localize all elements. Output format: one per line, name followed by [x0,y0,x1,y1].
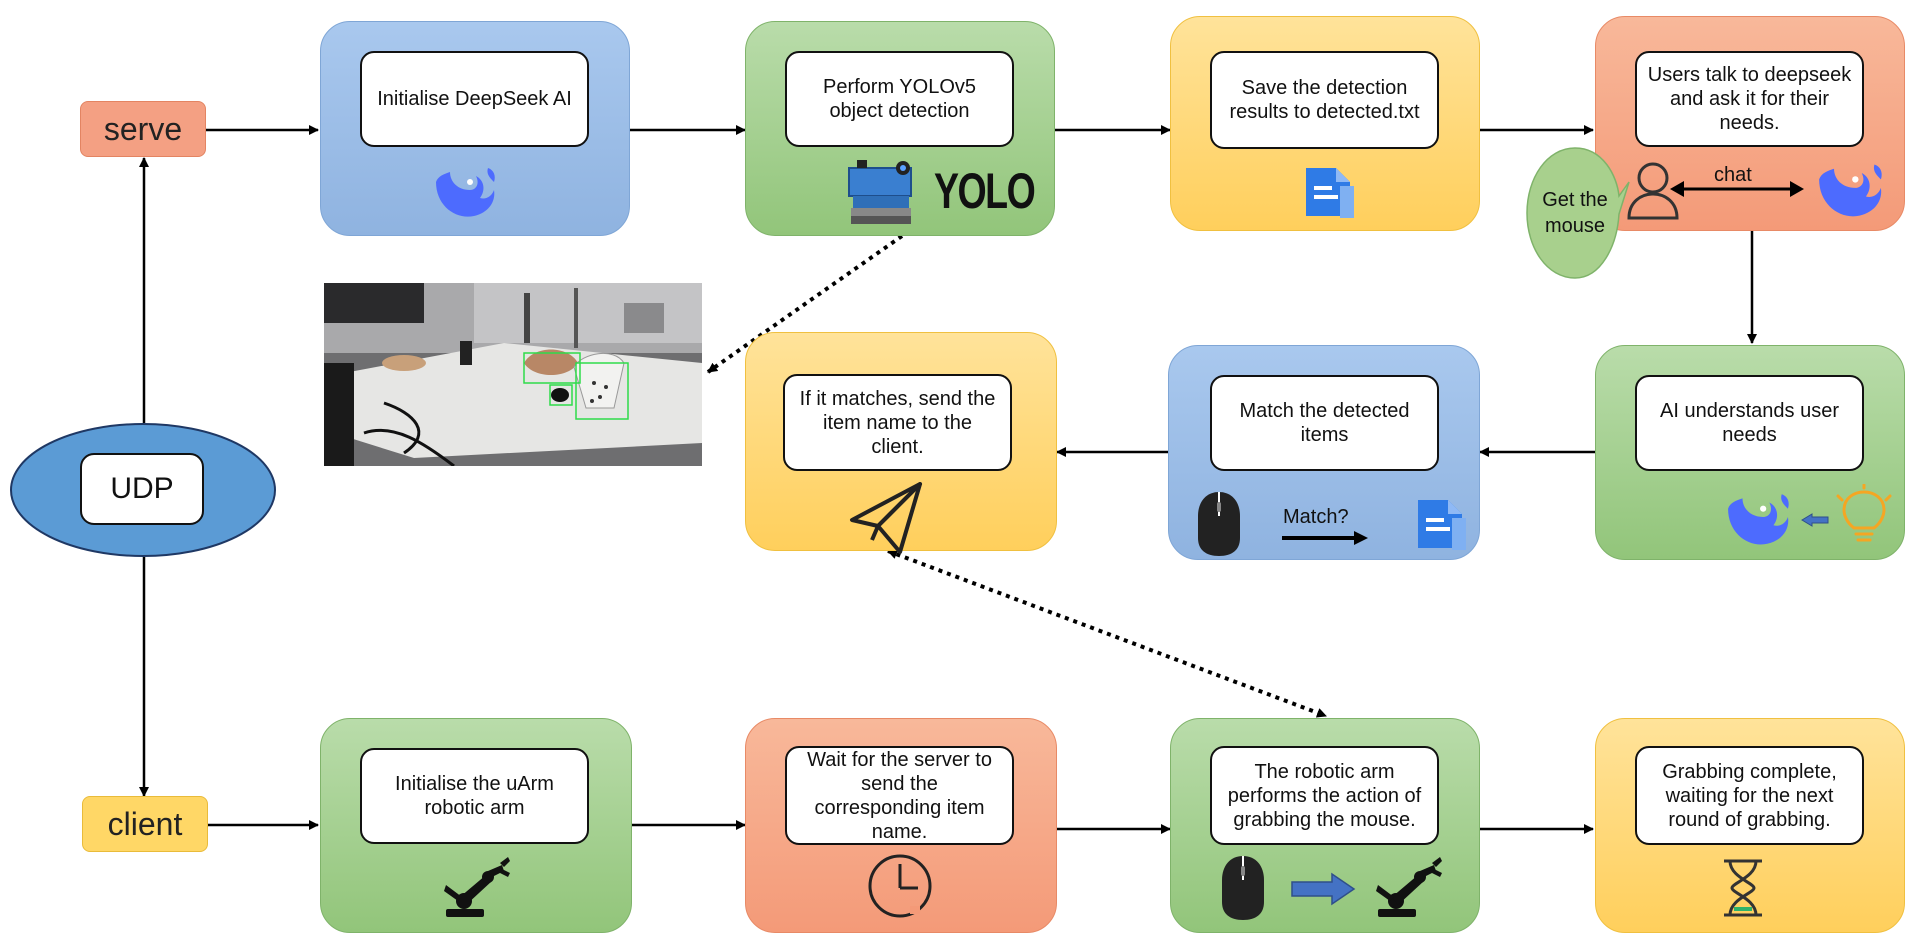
user-icon [1627,162,1679,220]
document-icon [1418,500,1466,550]
detection-photo [324,283,702,466]
camera-board-icon [848,160,912,224]
lightbulb-icon [1836,484,1892,542]
udp-label-box: UDP [80,453,204,525]
deepseek-whale-icon [1819,164,1882,217]
speech-bubble [1526,147,1630,279]
yolo-logo-text: YOLO [934,163,1036,219]
match-question-label: Match? [1283,506,1349,528]
chat-label: chat [1714,164,1752,186]
mouse-icon [1222,856,1264,920]
serve-tag: serve [80,101,206,157]
step-grab-complete-label: Grabbing complete, waiting for the next … [1635,746,1864,845]
robotic-arm-icon [444,857,510,917]
paper-plane-icon [850,482,922,554]
serve-label: serve [103,110,183,147]
dotted-arrow-send-grab [887,549,1327,718]
deepseek-whale-icon [436,168,495,217]
hourglass-icon [1724,859,1762,917]
step-match-items-label: Match the detected items [1210,375,1439,471]
step-send-item-name-label: If it matches, send the item name to the… [783,374,1012,471]
step-grab-mouse-label: The robotic arm performs the action of g… [1210,746,1439,845]
step-init-uarm-label: Initialise the uArm robotic arm [360,748,589,844]
step-yolo-detection-label: Perform YOLOv5 object detection [785,51,1014,147]
mouse-icon [1198,492,1240,556]
client-label: client [107,805,183,842]
right-arrow-icon [1282,531,1368,545]
dotted-arrow-yolo-photo [706,234,904,374]
deepseek-whale-icon [1728,494,1789,545]
clock-icon [868,854,932,918]
client-tag: client [82,796,208,852]
step-user-talk-label: Users talk to deepseek and ask it for th… [1635,51,1864,147]
left-arrow-icon [1801,513,1829,527]
step-ai-understands-label: AI understands user needs [1635,375,1864,471]
blue-right-arrow-icon [1291,872,1356,906]
document-icon [1306,168,1354,218]
udp-label: UDP [110,472,174,505]
step-init-deepseek-label: Initialise DeepSeek AI [360,51,589,147]
chat-double-arrow [1670,181,1804,197]
step-wait-server-label: Wait for the server to send the correspo… [785,746,1014,845]
step-save-results-label: Save the detection results to detected.t… [1210,51,1439,149]
robotic-arm-icon [1376,857,1442,917]
get-mouse-label: Get the mouse [1542,189,1608,237]
